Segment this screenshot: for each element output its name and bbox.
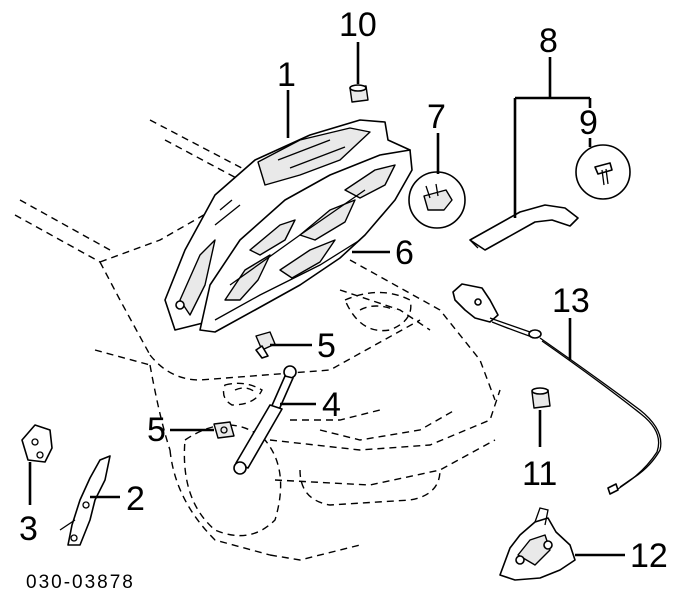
callout-11: 11 [522,455,557,493]
callout-3: 3 [19,510,38,548]
callout-5-upper: 5 [317,327,336,365]
hinge-bracket [21,424,53,463]
support-rod [469,204,579,251]
hood-latch [499,507,576,581]
callout-9: 9 [579,104,598,142]
bolt-upper [255,331,276,359]
callout-4: 4 [322,386,341,424]
vehicle-body-outline [14,119,501,561]
hood-hinge [59,455,111,546]
callout-12: 12 [630,537,668,575]
callout-5-lower: 5 [147,411,166,449]
callout-7: 7 [427,98,446,136]
rubber-stop [531,387,551,409]
clip-part [408,171,466,229]
callout-labels: 1 2 3 4 5 5 6 7 8 9 10 11 12 13 030-0387… [19,6,668,593]
callout-13: 13 [552,282,590,320]
leader-lines [28,42,625,557]
release-cable [452,283,662,495]
callout-2: 2 [126,480,145,518]
callout-1: 1 [277,56,296,94]
bumper-stop [349,84,369,103]
callout-6: 6 [395,234,414,272]
gas-strut [233,365,297,475]
callout-8: 8 [539,22,558,60]
grommet-part [575,144,631,200]
bolt-lower [213,421,235,439]
diagram-reference-code: 030-03878 [26,572,135,593]
callout-10: 10 [339,6,377,44]
hood-insulator [199,149,413,333]
